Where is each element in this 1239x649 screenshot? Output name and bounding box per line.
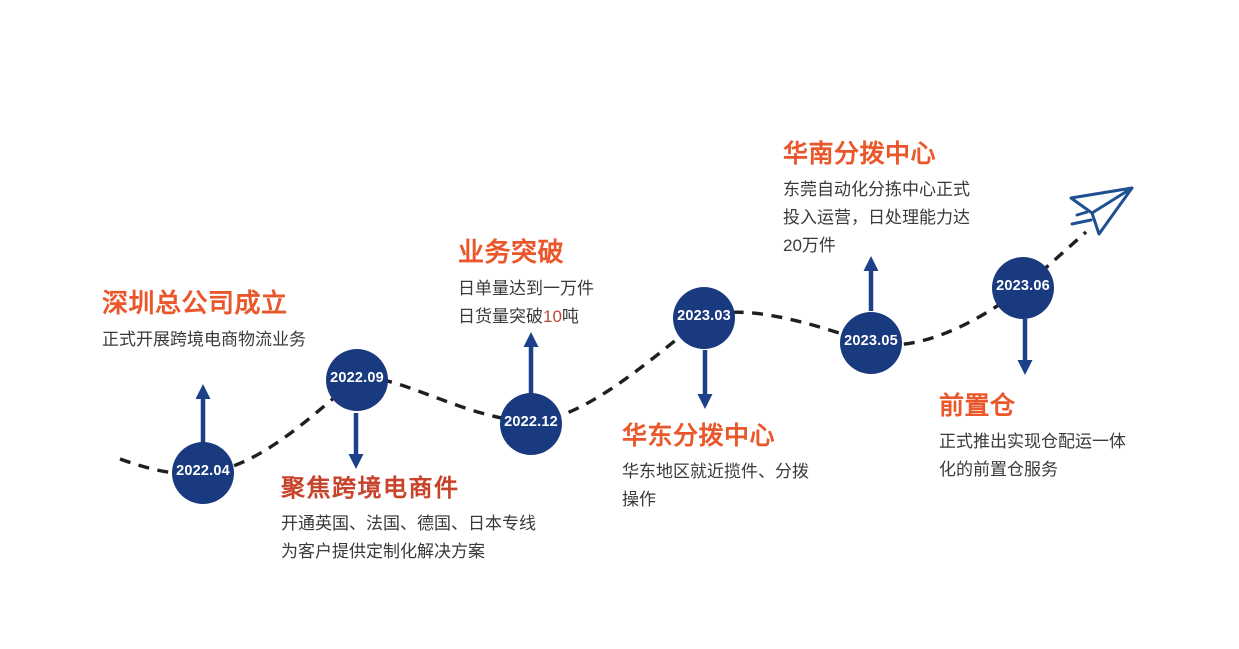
line-number-highlight: 10 bbox=[543, 306, 562, 326]
milestone-line: 华东地区就近揽件、分拨 bbox=[622, 462, 809, 482]
milestone-line: 开通英国、法国、德国、日本专线 bbox=[281, 514, 536, 533]
paper-plane-icon bbox=[1069, 186, 1134, 236]
milestone-line: 正式推出实现仓配运一体 bbox=[939, 432, 1126, 452]
milestone-text-2022-12: 业务突破 日单量达到一万件 日货量突破10吨 bbox=[458, 236, 594, 331]
milestone-title: 前置仓 bbox=[939, 392, 1016, 420]
milestone-line: 正式开展跨境电商物流业务 bbox=[102, 329, 306, 349]
milestone-node-2022-04 bbox=[172, 442, 234, 504]
dashed-curve bbox=[119, 230, 1088, 476]
paper-plane-fold bbox=[1090, 186, 1134, 215]
paper-plane-speedline bbox=[1070, 218, 1093, 226]
paper-plane-speedline bbox=[1075, 210, 1089, 217]
milestone-line: 投入运营，日处理能力达 bbox=[783, 208, 970, 228]
milestone-line: 日货量突破10吨 bbox=[458, 303, 594, 331]
milestone-node-2022-12 bbox=[500, 393, 562, 455]
milestone-arrow-down-2022-09 bbox=[348, 413, 364, 469]
milestone-title: 深圳总公司成立 bbox=[102, 288, 288, 318]
milestone-line: 东莞自动化分拣中心正式 bbox=[783, 180, 970, 200]
milestone-line: 操作 bbox=[622, 490, 656, 510]
node-date-label: 2022.04 bbox=[176, 463, 230, 479]
node-date-label: 2023.06 bbox=[996, 278, 1050, 294]
milestone-title: 华南分拨中心 bbox=[783, 140, 937, 168]
milestone-line: 为客户提供定制化解决方案 bbox=[281, 542, 485, 561]
paper-plane-body bbox=[1069, 186, 1134, 236]
line-suffix: 吨 bbox=[561, 306, 579, 326]
milestone-arrow-up-2022-04 bbox=[195, 384, 211, 447]
milestone-text-2023-06: 前置仓 正式推出实现仓配运一体 化的前置仓服务 bbox=[939, 391, 1126, 484]
milestone-arrow-down-2023-03 bbox=[697, 350, 713, 409]
node-date-label: 2022.09 bbox=[330, 370, 384, 386]
milestone-line: 化的前置仓服务 bbox=[939, 460, 1058, 480]
milestone-node-2023-05 bbox=[840, 312, 902, 374]
milestone-text-2022-09: 聚焦跨境电商件 开通英国、法国、德国、日本专线 为客户提供定制化解决方案 bbox=[281, 474, 536, 566]
milestone-node-2022-09 bbox=[326, 349, 388, 411]
line-prefix: 日货量突破 bbox=[458, 306, 543, 326]
milestone-line: 20万件 bbox=[783, 236, 836, 256]
milestone-arrow-up-2022-12 bbox=[523, 332, 539, 394]
milestone-text-2022-04: 深圳总公司成立 正式开展跨境电商物流业务 bbox=[102, 287, 306, 354]
milestone-node-2023-06 bbox=[992, 257, 1054, 319]
node-date-label: 2022.12 bbox=[504, 414, 558, 430]
milestone-title: 聚焦跨境电商件 bbox=[281, 476, 460, 502]
milestone-text-2023-05: 华南分拨中心 东莞自动化分拣中心正式 投入运营，日处理能力达 20万件 bbox=[783, 139, 970, 260]
milestone-title: 业务突破 bbox=[458, 237, 565, 267]
node-date-label: 2023.03 bbox=[677, 308, 731, 324]
node-date-label: 2023.05 bbox=[844, 333, 898, 349]
milestone-node-2023-03 bbox=[673, 287, 735, 349]
milestone-line: 日单量达到一万件 bbox=[458, 278, 594, 298]
milestone-title: 华东分拨中心 bbox=[622, 422, 776, 450]
milestone-arrow-down-2023-06 bbox=[1017, 319, 1033, 375]
milestone-text-2023-03: 华东分拨中心 华东地区就近揽件、分拨 操作 bbox=[622, 421, 809, 514]
milestone-arrow-up-2023-05 bbox=[863, 256, 879, 311]
